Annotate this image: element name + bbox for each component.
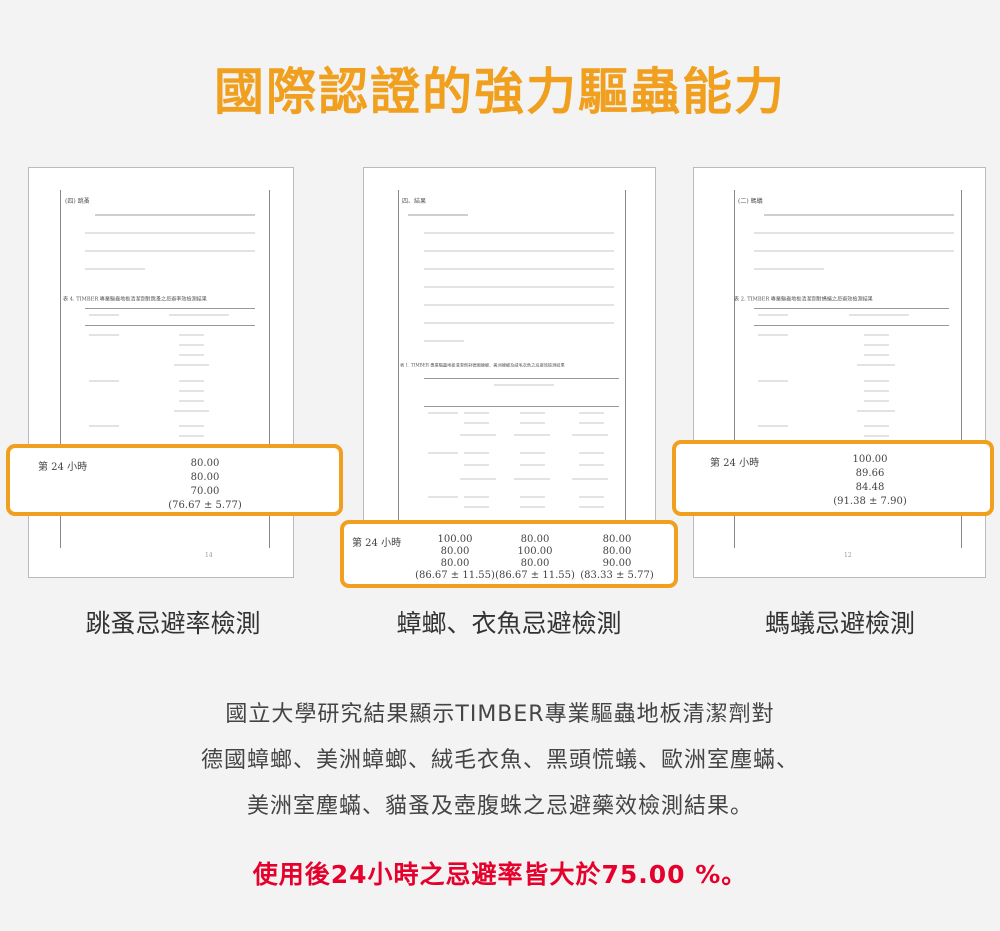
description-line-3: 美洲室塵蟎、貓蚤及壺腹蛛之忌避藥效檢測結果。 xyxy=(246,794,753,819)
description-line-1: 國立大學研究結果顯示TIMBER專業驅蟲地板清潔劑對 xyxy=(225,702,775,727)
flea-table-title: 表 4. TIMBER 專業驅蟲地板清潔劑對跳蚤之忌避率效檢測結果 xyxy=(63,296,207,303)
flea-24h-value-1: 80.00 xyxy=(190,458,220,469)
ant-24h-value-1: 100.00 xyxy=(852,454,888,465)
silverfish-value-3: 90.00 xyxy=(602,558,632,569)
flea-24h-callout: 第 24 小時 80.00 80.00 70.00 (76.67 ± 5.77) xyxy=(6,444,343,516)
german-cockroach-value-3: 80.00 xyxy=(440,558,470,569)
result-highlight: 使用後24小時之忌避率皆大於75.00 %。 xyxy=(252,860,748,889)
american-cockroach-value-2: 100.00 xyxy=(517,546,553,557)
ant-24h-callout: 第 24 小時 100.00 89.66 84.48 (91.38 ± 7.90… xyxy=(672,440,994,516)
german-cockroach-value-1: 100.00 xyxy=(437,534,473,545)
ant-24h-value-3: 84.48 xyxy=(855,482,885,493)
flea-24h-mean: (76.67 ± 5.77) xyxy=(168,500,242,511)
ant-report-header: (二) 螞蟻 xyxy=(738,198,763,205)
cockroach-24h-callout: 第 24 小時 100.00 80.00 80.00 (86.67 ± 11.5… xyxy=(340,520,678,588)
flea-report-page: (四) 跳蚤 表 4. TIMBER 專業驅蟲地板清潔劑對跳蚤之忌避率效檢測結果… xyxy=(28,167,294,578)
page-title: 國際認證的強力驅蟲能力 xyxy=(214,63,786,121)
cockroach-table-title: 表 1. TIMBER 專業驅蟲地板清潔劑對德國蟑螂、美洲蟑螂及絨毛衣魚之忌避效… xyxy=(400,362,565,368)
silverfish-value-1: 80.00 xyxy=(602,534,632,545)
german-cockroach-mean: (86.67 ± 11.55) xyxy=(415,570,495,581)
german-cockroach-value-2: 80.00 xyxy=(440,546,470,557)
american-cockroach-value-3: 80.00 xyxy=(520,558,550,569)
cockroach-report-page: 四、結果 表 1. TIMBER 專業驅蟲地板清潔劑對德國蟑螂、美洲蟑螂及絨毛衣… xyxy=(363,167,656,578)
cockroach-report-header: 四、結果 xyxy=(402,198,427,205)
american-cockroach-mean: (86.67 ± 11.55) xyxy=(495,570,575,581)
ant-report-page: (二) 螞蟻 表 2. TIMBER 專業驅蟲地板清潔劑對螞蟻之忌避效檢測結果 … xyxy=(693,167,986,578)
flea-24h-value-3: 70.00 xyxy=(190,486,220,497)
silverfish-mean: (83.33 ± 5.77) xyxy=(580,570,654,581)
cockroach-24h-label: 第 24 小時 xyxy=(352,538,402,549)
ant-24h-mean: (91.38 ± 7.90) xyxy=(833,496,907,507)
flea-caption: 跳蚤忌避率檢測 xyxy=(85,609,261,638)
flea-report-header: (四) 跳蚤 xyxy=(65,198,90,205)
description-line-2: 德國蟑螂、美洲蟑螂、絨毛衣魚、黑頭慌蟻、歐洲室塵蟎、 xyxy=(200,748,799,773)
silverfish-value-2: 80.00 xyxy=(602,546,632,557)
flea-24h-label: 第 24 小時 xyxy=(38,462,88,473)
cockroach-caption: 蟑螂、衣魚忌避檢測 xyxy=(396,609,622,638)
ant-caption: 螞蟻忌避檢測 xyxy=(764,609,915,638)
ant-page-number: 12 xyxy=(844,552,852,559)
ant-24h-label: 第 24 小時 xyxy=(710,458,760,469)
flea-24h-value-2: 80.00 xyxy=(190,472,220,483)
ant-24h-value-2: 89.66 xyxy=(855,468,885,479)
american-cockroach-value-1: 80.00 xyxy=(520,534,550,545)
ant-table-title: 表 2. TIMBER 專業驅蟲地板清潔劑對螞蟻之忌避效檢測結果 xyxy=(734,296,873,303)
flea-page-number: 14 xyxy=(205,552,213,559)
